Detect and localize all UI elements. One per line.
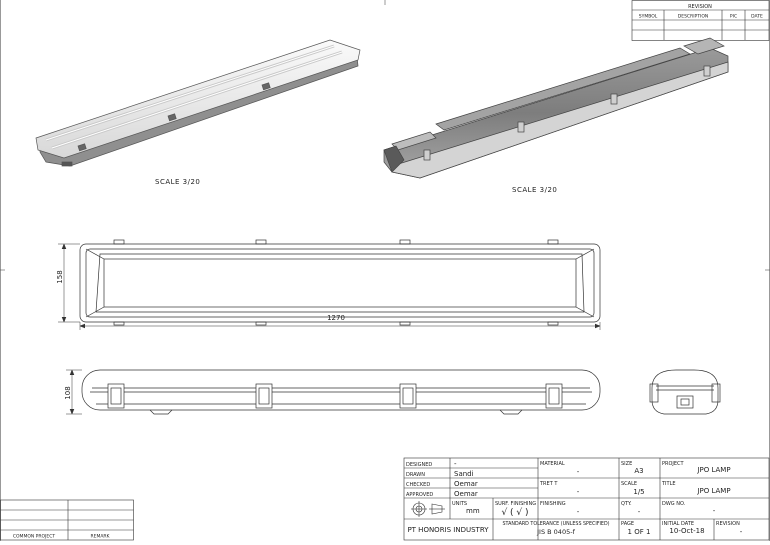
common-block [0,499,134,541]
checked-label: CHECKED [406,482,430,488]
treat-value: - [577,488,580,496]
dwg-no-value: - [713,507,716,515]
dim-length-lines [79,322,601,330]
project-label: PROJECT [662,461,685,467]
front-view-clip [545,383,563,409]
size-label: SIZE [621,461,632,467]
approved-value: Oemar [454,490,478,498]
dim-width-value: 158 [56,270,64,283]
initial-date-value: 10-Oct-18 [669,527,704,535]
revision-col-date: DATE [751,14,763,20]
page-value: 1 OF 1 [628,528,651,536]
scale-value: 1/5 [633,488,644,496]
finishing-value: - [577,508,580,516]
revision-col-symbol: SYMBOL [639,14,658,20]
tolerance-value: JIS B 0405-f [536,528,575,536]
revision-label: REVISION [716,521,740,527]
front-view [81,369,601,415]
qty-value: - [638,508,641,516]
remark-label: REMARK [90,534,110,540]
dim-width-lines [58,243,80,323]
revision-title: REVISION [688,4,712,10]
iso-view-solid [383,37,729,179]
revision-value: - [740,528,743,536]
front-view-clip [399,383,417,409]
units-label: UNITS [452,501,467,507]
revision-col-pic: PIC [730,14,737,20]
common-project-label: COMMON PROJECT [13,534,55,540]
revision-table [631,0,770,41]
front-view-clip [255,383,273,409]
surf-finishing-label: SURF. FINISHING [495,501,536,507]
page-label: PAGE [621,521,634,527]
treat-label: TRET T [539,481,558,487]
company-name: PT HONORIS INDUSTRY [407,526,489,534]
approved-label: APPROVED [406,492,433,498]
finishing-label: FINISHING [540,501,566,507]
initial-date-label: INITIAL DATE [662,521,694,527]
units-value: mm [466,507,480,515]
iso-view-transparent [35,39,361,167]
top-view [79,239,601,326]
title-label: TITLE [661,481,676,487]
surf-finishing-value: √ ( √ ) [501,507,528,518]
dim-height-lines [66,369,82,415]
qty-label: QTY. [621,501,632,507]
size-value: A3 [634,467,643,475]
tolerance-label: STANDARD TOLERANCE (UNLESS SPECIFIED) [502,521,609,527]
iso-left-scale-label: SCALE 3/20 [155,178,200,186]
material-label: MATERIAL [540,461,565,467]
front-view-clip [107,383,125,409]
side-view [649,369,721,415]
designed-label: DESIGNED [406,462,432,468]
dwg-no-label: DWG NO. [662,501,686,507]
projection-symbol-icon [411,501,445,517]
designed-value: - [454,460,457,468]
iso-right-scale-label: SCALE 3/20 [512,186,557,194]
title-value: JPO LAMP [696,487,730,495]
drawn-label: DRAWN [406,472,425,478]
project-value: JPO LAMP [696,466,730,474]
scale-label: SCALE [621,481,637,487]
dim-length-value: 1270 [327,314,345,322]
revision-col-description: DESCRIPTION [678,14,708,20]
dim-height-value: 108 [64,386,72,399]
checked-value: Oemar [454,480,478,488]
material-value: - [577,468,580,476]
title-block-frame [403,457,770,541]
drawn-value: Sandi [454,470,474,478]
